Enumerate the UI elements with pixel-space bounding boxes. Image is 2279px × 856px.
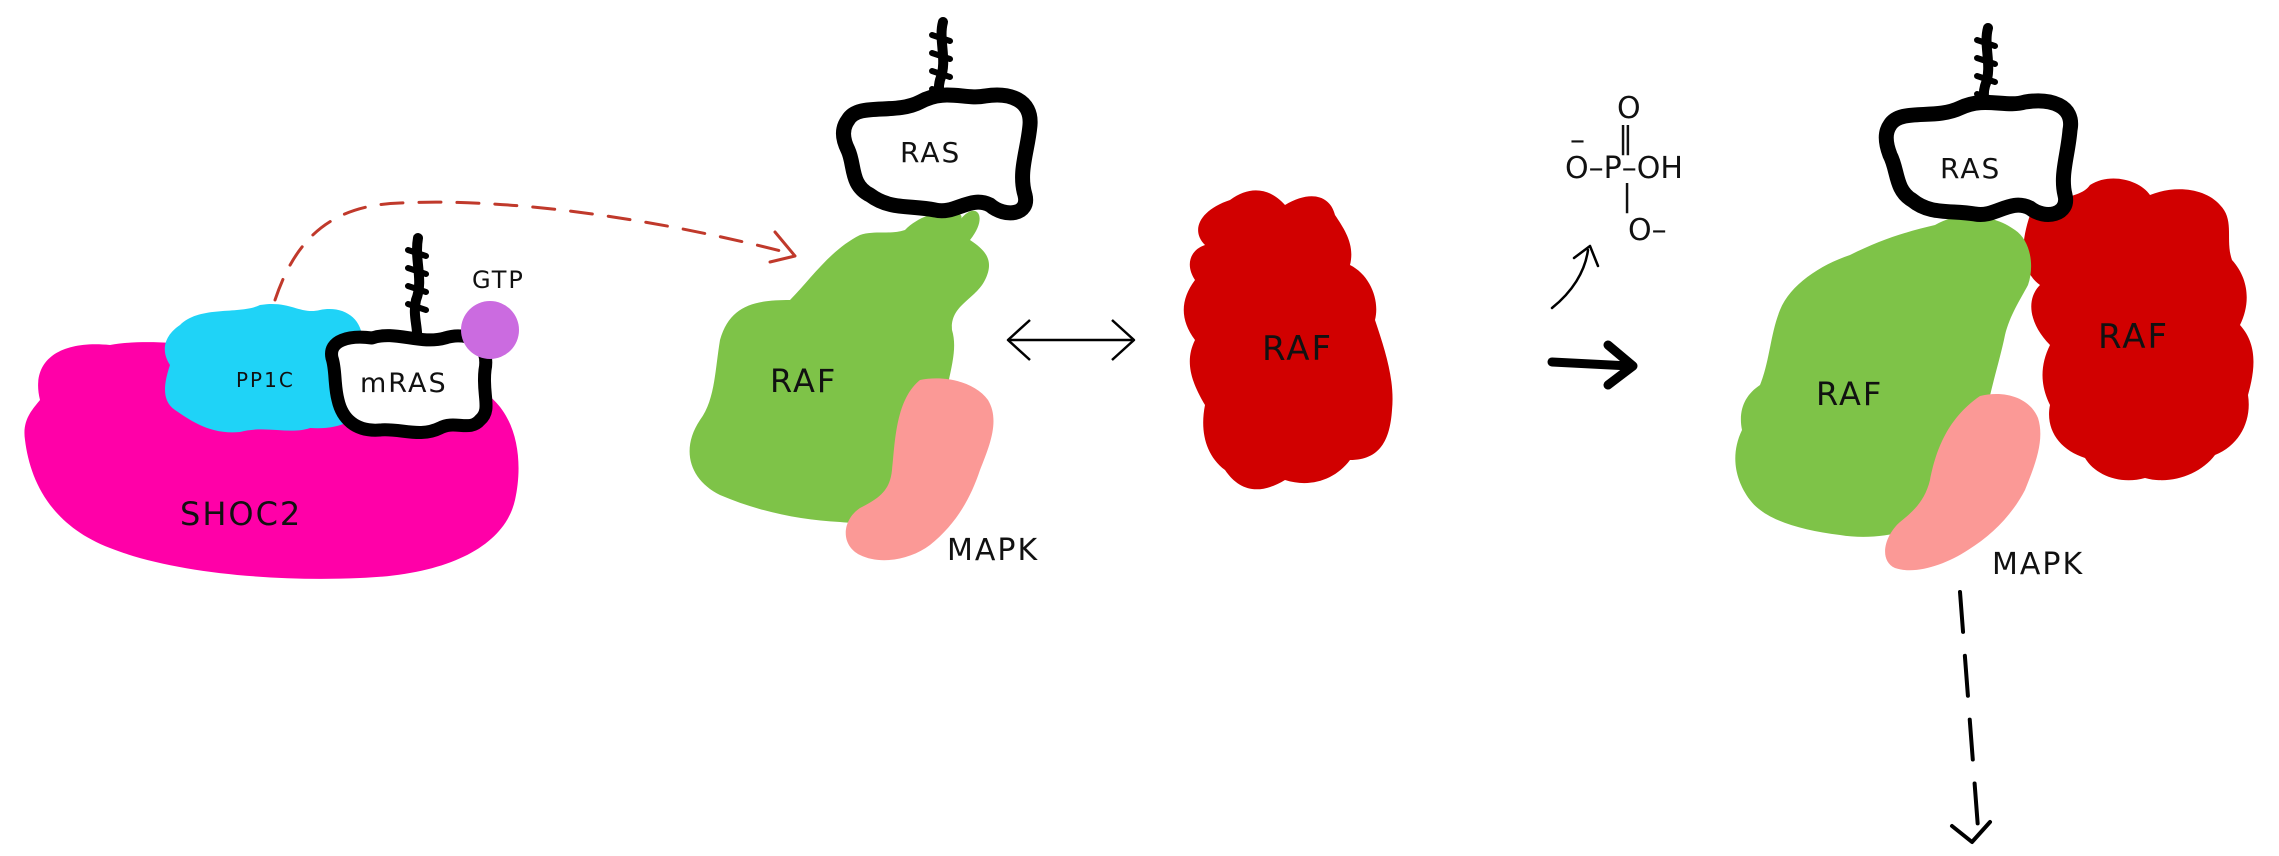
dashed-translocation-arrow: [273, 200, 797, 302]
equilibrium-arrow: [1006, 319, 1136, 361]
gtp-circle: [461, 301, 519, 359]
phosphate-top-o: O: [1617, 91, 1641, 126]
raf-green-label-1: RAF: [770, 362, 837, 400]
mras-label: mRAS: [360, 368, 448, 399]
mapk-blob-2: [1885, 394, 2041, 571]
mras-shape: [325, 329, 493, 440]
phosphate-double-bond: ‖: [1618, 121, 1633, 156]
phosphate-bottom-o: O–: [1628, 213, 1667, 248]
raf-red-label-1: RAF: [1262, 329, 1333, 369]
gtp-label: GTP: [472, 266, 525, 294]
phosphate-release-arrow: [1550, 244, 1600, 310]
phosphate-middle-row: O–P–OH: [1565, 151, 1683, 186]
phosphate-group: O ‖ – O–P–OH | O–: [1565, 91, 1683, 248]
raf-red-monomer: RAF: [1183, 190, 1393, 490]
shoc2-label: SHOC2: [180, 495, 302, 533]
raf-red-blob-1: [1183, 190, 1393, 490]
phosphate-left-charge: –: [1570, 123, 1585, 158]
ras-label-1: RAS: [900, 136, 961, 169]
ras-raf-complex-1: RAS RAF MAPK: [689, 17, 1039, 568]
mapk-label-1: MAPK: [947, 533, 1039, 568]
shoc2-complex: SHOC2 PP1C mRAS GTP: [24, 233, 525, 579]
mapk-blob-1: [845, 378, 994, 561]
phosphate-single-bond: |: [1622, 179, 1632, 214]
pp1c-label: PP1C: [236, 368, 295, 392]
ras-shape-2: [1878, 93, 2079, 222]
ras-shape-1: [836, 87, 1038, 221]
raf-green-label-2: RAF: [1816, 375, 1883, 413]
ras-raf-dimer-complex: RAS RAF RAF MAPK: [1735, 23, 2254, 582]
ras-label-2: RAS: [1940, 152, 2001, 185]
downstream-signaling-arrow: [1950, 590, 1992, 844]
raf-red-blob-2: [2023, 178, 2254, 481]
reaction-arrow: [1547, 340, 1638, 390]
raf-red-label-2: RAF: [2098, 317, 2169, 357]
mapk-label-2: MAPK: [1992, 547, 2084, 582]
membrane-tether-1: [405, 233, 429, 350]
pp1c-blob: [164, 303, 364, 433]
